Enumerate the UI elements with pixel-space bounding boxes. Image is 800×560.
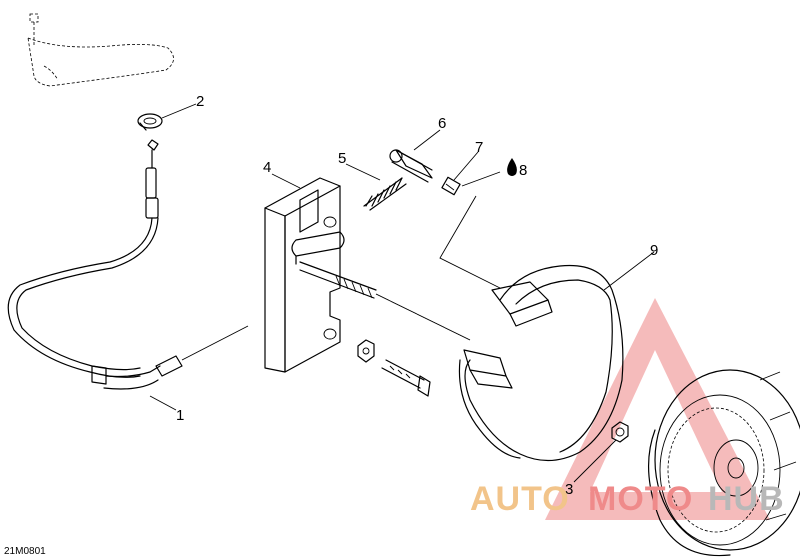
part-5-spring xyxy=(363,177,407,211)
callout-leaders xyxy=(149,103,655,483)
callout-3: 3 xyxy=(565,481,573,498)
oil-drop-icon xyxy=(507,158,517,176)
part-1-brake-cable xyxy=(7,139,249,390)
watermark-hub: HUB xyxy=(708,480,785,518)
callout-1: 1 xyxy=(176,407,184,424)
callout-2: 2 xyxy=(196,93,204,110)
part-4-bracket xyxy=(264,177,345,373)
threaded-adjuster-rod xyxy=(299,261,471,341)
callout-4: 4 xyxy=(263,159,271,176)
handlebar-lever-ghost xyxy=(27,13,174,87)
callout-9: 9 xyxy=(650,242,658,259)
bolt-and-washer xyxy=(357,339,431,397)
part-2-retaining-clip xyxy=(137,113,163,131)
callout-7: 7 xyxy=(475,139,483,156)
watermark-moto: MOTO xyxy=(588,480,693,518)
watermark-text: AUTO MOTO HUB xyxy=(470,480,785,518)
part-3-nut xyxy=(611,421,629,443)
callout-8: 8 xyxy=(519,162,527,179)
part-6-pin xyxy=(389,149,433,183)
brake-drum xyxy=(648,369,800,557)
part-7-adjuster-nut xyxy=(439,176,501,289)
callout-6: 6 xyxy=(438,115,446,132)
watermark-auto: AUTO xyxy=(470,480,570,518)
figure-code: 21M0801 xyxy=(4,546,46,557)
part-9-brake-band xyxy=(458,264,624,462)
callout-5: 5 xyxy=(338,150,346,167)
